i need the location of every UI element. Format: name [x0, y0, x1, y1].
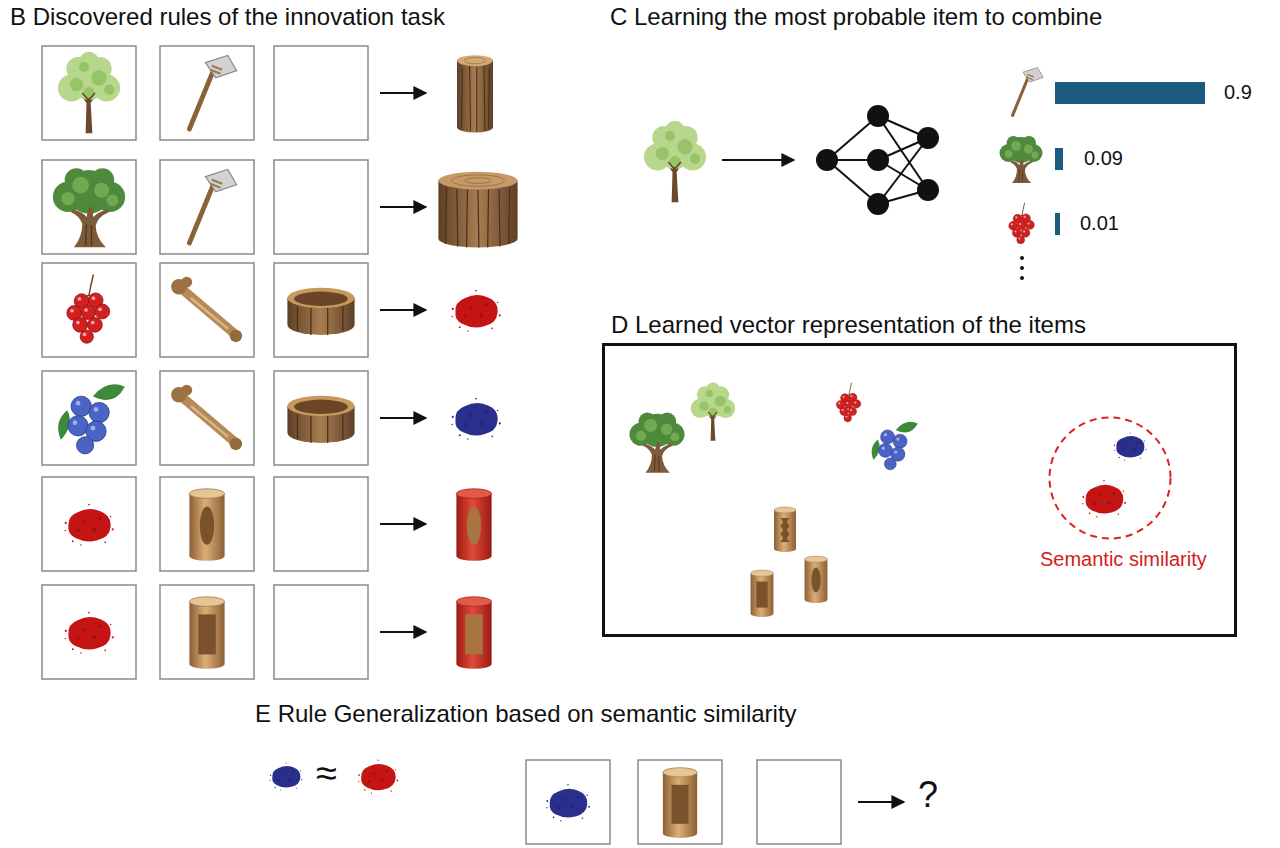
question-mark: ?	[918, 774, 938, 815]
dashed-circle	[1050, 418, 1171, 539]
embedding-items	[629, 383, 1146, 617]
probability-bars	[1000, 68, 1206, 280]
rule-row	[42, 477, 492, 571]
panel-box: D Learned vector representation of the i…	[602, 343, 1237, 637]
probability-value: 0.01	[1080, 212, 1119, 235]
similarity-circle: Semantic similarity	[1048, 416, 1172, 540]
rule-row	[42, 263, 501, 357]
panel-title: E Rule Generalization based on semantic …	[255, 700, 797, 728]
rule-row	[42, 46, 493, 140]
probability-value: 0.9	[1224, 81, 1252, 104]
panel-title: B Discovered rules of the innovation tas…	[10, 3, 445, 31]
panel-title: D Learned vector representation of the i…	[611, 311, 1086, 339]
generalization-illustration	[270, 759, 904, 844]
panel-title: C Learning the most probable item to com…	[610, 3, 1102, 31]
probability-value: 0.09	[1084, 147, 1123, 170]
network-illustration	[644, 105, 939, 215]
rule-row	[42, 585, 492, 679]
cluster-label: Semantic similarity	[1040, 548, 1207, 571]
approx-symbol: ≈	[316, 752, 337, 796]
rule-row	[42, 160, 518, 254]
dashed-circle-outline	[1048, 416, 1172, 540]
rule-row	[42, 371, 501, 465]
